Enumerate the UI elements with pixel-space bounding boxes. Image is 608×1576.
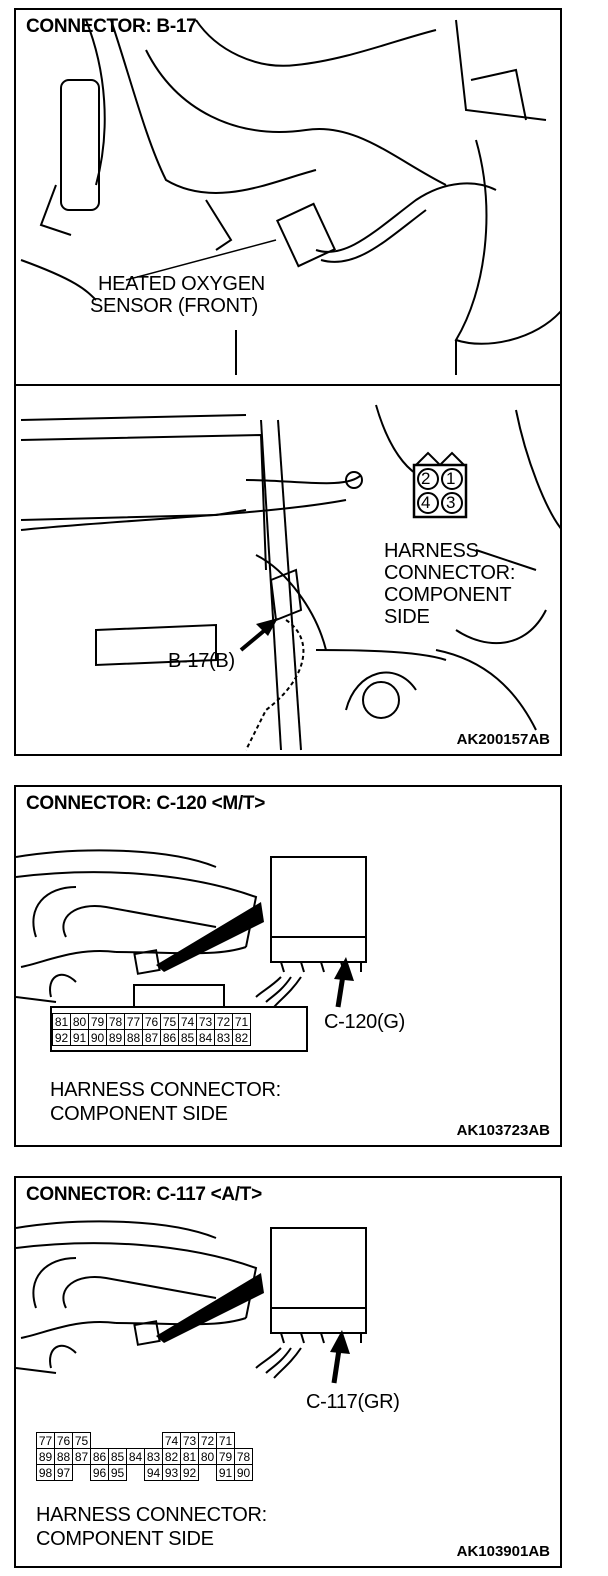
- pin-label-3: 3: [446, 493, 456, 512]
- pin-91: 91: [216, 1464, 235, 1481]
- pin-empty: [127, 1465, 145, 1481]
- figure-code: AK103901AB: [456, 1543, 550, 1560]
- panel-title: CONNECTOR: C-117 <A/T>: [26, 1184, 262, 1205]
- b17-pointer-arrow: [239, 618, 278, 652]
- pin-87: 87: [142, 1029, 161, 1046]
- pin-77: 77: [124, 1013, 143, 1030]
- pin-79: 79: [88, 1013, 107, 1030]
- panel-title: CONNECTOR: C-120 <M/T>: [26, 793, 266, 814]
- pin-83: 83: [144, 1448, 163, 1465]
- pin-94: 94: [144, 1464, 163, 1481]
- c120-pointer-arrow: [334, 957, 354, 1008]
- c117-label: C-117(GR): [306, 1391, 400, 1413]
- harness-label-line1: HARNESS CONNECTOR:: [36, 1504, 267, 1526]
- pin-86: 86: [160, 1029, 179, 1046]
- harness-label-line1: HARNESS: [384, 540, 479, 562]
- pin-89: 89: [106, 1029, 125, 1046]
- pin-83: 83: [214, 1029, 233, 1046]
- harness-label-line1: HARNESS CONNECTOR:: [50, 1079, 281, 1101]
- pin-label-4: 4: [421, 493, 431, 512]
- pin-empty: [73, 1465, 91, 1481]
- engine-bay-illustration: [16, 19, 560, 751]
- pin-85: 85: [108, 1448, 127, 1465]
- pin-74: 74: [162, 1432, 181, 1449]
- b17-label: B-17(B): [168, 650, 235, 672]
- pin-77: 77: [36, 1432, 55, 1449]
- harness-label-line4: SIDE: [384, 606, 430, 628]
- pin-71: 71: [232, 1013, 251, 1030]
- pin-82: 82: [232, 1029, 251, 1046]
- pin-97: 97: [54, 1464, 73, 1481]
- harness-label-line2: CONNECTOR:: [384, 562, 516, 584]
- pin-74: 74: [178, 1013, 197, 1030]
- pin-label-1: 1: [446, 469, 456, 488]
- pin-78: 78: [106, 1013, 125, 1030]
- connector-b17-panel: CONNECTOR: B-17 HEATED OXYGEN SENSOR (FR…: [14, 8, 562, 756]
- pin-72: 72: [214, 1013, 233, 1030]
- pin-89: 89: [36, 1448, 55, 1465]
- c117-pointer-arrow: [330, 1330, 350, 1384]
- pin-72: 72: [198, 1432, 217, 1449]
- pin-80: 80: [70, 1013, 89, 1030]
- pin-88: 88: [54, 1448, 73, 1465]
- figure-code: AK103723AB: [456, 1122, 550, 1139]
- pin-81: 81: [52, 1013, 71, 1030]
- pin-85: 85: [178, 1029, 197, 1046]
- pin-79: 79: [216, 1448, 235, 1465]
- sensor-label-line2: SENSOR (FRONT): [90, 295, 259, 317]
- pin-empty: [145, 1433, 163, 1449]
- connector-pin-diagram: [412, 451, 468, 519]
- pin-81: 81: [180, 1448, 199, 1465]
- pin-73: 73: [180, 1432, 199, 1449]
- pin-87: 87: [72, 1448, 91, 1465]
- pin-88: 88: [124, 1029, 143, 1046]
- pin-96: 96: [90, 1464, 109, 1481]
- pin-93: 93: [162, 1464, 181, 1481]
- pin-76: 76: [54, 1432, 73, 1449]
- pin-90: 90: [234, 1464, 253, 1481]
- panel-title: CONNECTOR: B-17: [26, 16, 197, 37]
- harness-label-line2: COMPONENT SIDE: [36, 1528, 214, 1550]
- sensor-label-line1: HEATED OXYGEN: [98, 273, 265, 295]
- pin-empty: [127, 1433, 145, 1449]
- pin-75: 75: [72, 1432, 91, 1449]
- pin-empty: [91, 1433, 109, 1449]
- figure-code: AK200157AB: [456, 731, 550, 748]
- pin-75: 75: [160, 1013, 179, 1030]
- pin-92: 92: [180, 1464, 199, 1481]
- pin-95: 95: [108, 1464, 127, 1481]
- pin-92: 92: [52, 1029, 71, 1046]
- pin-78: 78: [234, 1448, 253, 1465]
- pin-76: 76: [142, 1013, 161, 1030]
- pin-empty: [199, 1465, 217, 1481]
- c120-label: C-120(G): [324, 1011, 405, 1033]
- pin-84: 84: [126, 1448, 145, 1465]
- harness-label-line2: COMPONENT SIDE: [50, 1103, 228, 1125]
- pin-80: 80: [198, 1448, 217, 1465]
- pin-label-2: 2: [421, 469, 431, 488]
- pin-empty: [109, 1433, 127, 1449]
- pin-82: 82: [162, 1448, 181, 1465]
- pin-98: 98: [36, 1464, 55, 1481]
- pin-90: 90: [88, 1029, 107, 1046]
- dashboard-illustration: [16, 1220, 367, 1384]
- pin-71: 71: [216, 1432, 235, 1449]
- pin-91: 91: [70, 1029, 89, 1046]
- harness-label-line3: COMPONENT: [384, 584, 512, 606]
- pin-84: 84: [196, 1029, 215, 1046]
- dashboard-illustration: [16, 849, 367, 1052]
- pin-86: 86: [90, 1448, 109, 1465]
- pin-73: 73: [196, 1013, 215, 1030]
